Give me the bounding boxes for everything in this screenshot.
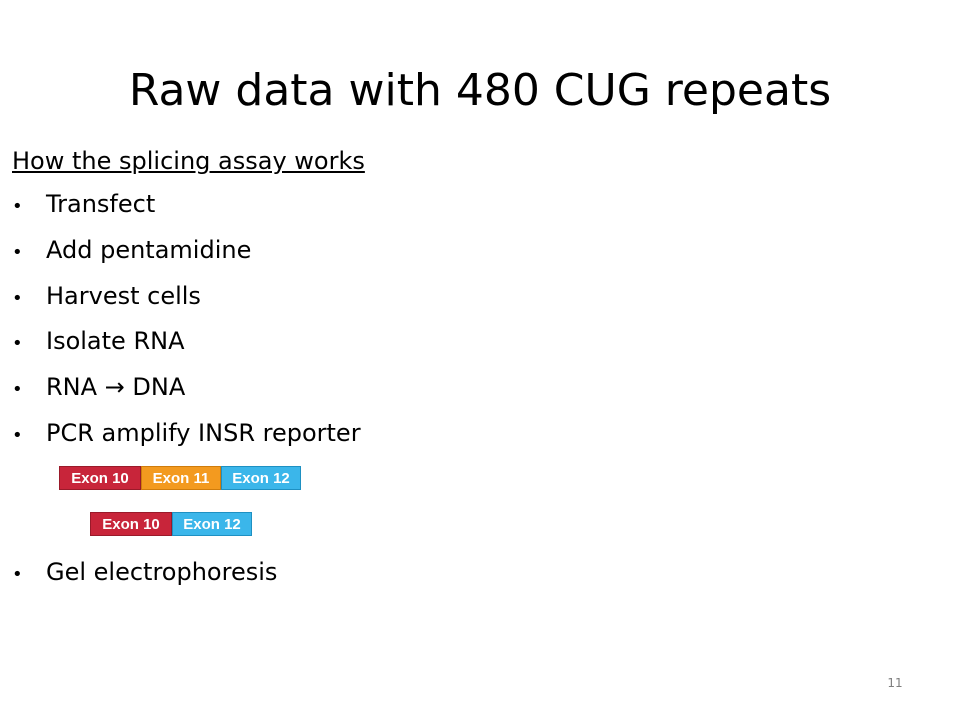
page-number: 11 xyxy=(887,676,903,690)
bullet-text: RNA → DNA xyxy=(46,373,186,401)
bullet-dot-icon: • xyxy=(12,288,23,309)
exon-12-box: Exon 12 xyxy=(172,512,252,536)
bullet-text: Isolate RNA xyxy=(46,327,185,355)
exon-12-box: Exon 12 xyxy=(221,466,301,490)
bullet-dot-icon: • xyxy=(12,379,23,400)
bullet-item: • Harvest cells xyxy=(12,279,201,316)
bullet-item: • Transfect xyxy=(12,187,155,224)
slide-title: Raw data with 480 CUG repeats xyxy=(128,65,832,116)
bullet-dot-icon: • xyxy=(12,242,23,263)
bullet-dot-icon: • xyxy=(12,425,23,446)
bullet-text: PCR amplify INSR reporter xyxy=(46,419,361,447)
exon-10-box: Exon 10 xyxy=(90,512,172,536)
bullet-item: • Gel electrophoresis xyxy=(12,555,277,592)
bullet-text: Harvest cells xyxy=(46,282,201,310)
bullet-dot-icon: • xyxy=(12,333,23,354)
exon-11-box: Exon 11 xyxy=(141,466,221,490)
bullet-text: Transfect xyxy=(46,190,156,218)
bullet-item: • Add pentamidine xyxy=(12,233,251,270)
exon-included-product: Exon 10 Exon 11 Exon 12 xyxy=(59,466,301,490)
exon-10-box: Exon 10 xyxy=(59,466,141,490)
bullet-text: Add pentamidine xyxy=(46,236,252,264)
bullet-dot-icon: • xyxy=(12,196,23,217)
exon-excluded-product: Exon 10 Exon 12 xyxy=(90,512,252,536)
bullet-item: • Isolate RNA xyxy=(12,324,185,361)
subheading: How the splicing assay works xyxy=(12,147,365,175)
bullet-text: Gel electrophoresis xyxy=(46,558,278,586)
bullet-item: • PCR amplify INSR reporter xyxy=(12,416,361,453)
bullet-dot-icon: • xyxy=(12,564,23,585)
bullet-item: • RNA → DNA xyxy=(12,370,185,407)
